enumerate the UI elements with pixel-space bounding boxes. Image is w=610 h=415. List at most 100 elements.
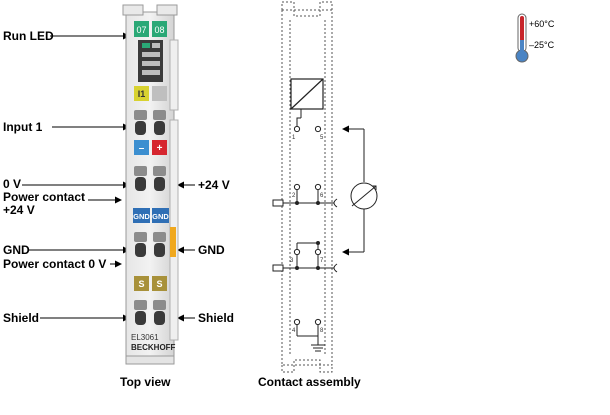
assembly-housing-outline <box>281 9 333 366</box>
label-power-contact-24v-line2: +24 V <box>3 203 35 217</box>
assembly-top-notch <box>281 1 333 17</box>
label-power-contact-0v: Power contact 0 V <box>3 257 107 271</box>
label-0v: 0 V <box>3 177 22 191</box>
release-lever <box>153 166 166 176</box>
wire-entry <box>154 177 165 191</box>
plus-tag-label: + <box>157 143 163 154</box>
connection-row-2 <box>134 166 166 191</box>
led-slot <box>142 70 160 75</box>
top-latch-right <box>156 4 178 16</box>
shield-tag-left-label: S <box>138 279 144 289</box>
contact-7 <box>314 248 322 256</box>
sensor-symbol-slash <box>351 185 377 207</box>
wire-entry <box>154 243 165 257</box>
wire-entry <box>135 243 146 257</box>
wire-entry <box>135 311 146 325</box>
gnd-tag-right-label: GND <box>152 212 169 221</box>
contact-1 <box>293 125 301 133</box>
label-gnd-left: GND <box>3 243 30 257</box>
wire-entry <box>135 121 146 135</box>
shield-tag-left <box>134 276 149 291</box>
blank-tag <box>152 86 167 101</box>
contact-6 <box>314 183 322 191</box>
label-input-1: Input 1 <box>3 120 43 134</box>
release-lever <box>134 110 147 120</box>
shield-tag-right <box>152 276 167 291</box>
caption-top-view: Top view <box>120 375 171 389</box>
wire-entry <box>154 121 165 135</box>
led-07-label: 07 <box>136 25 146 35</box>
wire-entry <box>154 311 165 325</box>
label-power-contact-24v-line1: Power contact <box>3 190 86 204</box>
contact-3-num: 3 <box>290 258 294 264</box>
input-tag-label: I1 <box>138 89 146 99</box>
top-latch-left <box>122 4 144 16</box>
led-08-label: 08 <box>154 25 164 35</box>
contact-6-num: 6 <box>320 193 324 199</box>
contact-4 <box>293 318 301 326</box>
release-lever <box>153 300 166 310</box>
thermometer-icon <box>515 13 529 63</box>
label-shield-left: Shield <box>3 311 40 325</box>
label-plus-24v: +24 V <box>198 178 230 192</box>
contact-1-num: 1 <box>292 135 296 141</box>
contact-3 <box>293 248 301 256</box>
gnd-tag-left <box>133 208 150 223</box>
label-shield-right: Shield <box>198 311 235 325</box>
contact-2-num: 2 <box>292 193 296 199</box>
contact-1-stem <box>296 117 301 126</box>
contact-8 <box>314 318 322 326</box>
contact-2 <box>293 183 301 191</box>
run-led <box>142 43 150 48</box>
power-contact-plug-0v <box>272 264 284 272</box>
contact-points <box>293 117 322 326</box>
release-lever <box>134 166 147 176</box>
contact-assembly: 1 5 2 6 3 7 4 8 <box>272 1 378 373</box>
junction-dot <box>316 241 320 245</box>
converter-box <box>290 78 324 110</box>
connection-row-1 <box>134 110 166 135</box>
model-label: EL3061 <box>131 333 159 342</box>
contact-4-num: 4 <box>292 328 296 334</box>
leader-lines <box>22 32 195 322</box>
junction-dot <box>316 266 320 270</box>
label-gnd-right: GND <box>198 243 225 257</box>
converter-diagonal <box>290 78 324 110</box>
contact-7-num: 7 <box>320 258 324 264</box>
junction-dot <box>295 266 299 270</box>
power-contact-socket-24v <box>333 198 338 208</box>
led-slot <box>152 43 160 48</box>
connection-row-3 <box>134 232 166 257</box>
sensor-symbol-tip <box>372 185 377 190</box>
plus-tag <box>152 140 167 155</box>
release-lever <box>153 110 166 120</box>
contact-5 <box>314 125 322 133</box>
input-tag <box>134 86 149 101</box>
power-contact-plug-24v <box>272 199 284 207</box>
gnd-tag-left-label: GND <box>133 212 150 221</box>
release-lever <box>134 232 147 242</box>
minus-tag-label: – <box>139 143 145 154</box>
release-lever <box>134 300 147 310</box>
wire-entry <box>135 177 146 191</box>
label-run-led: Run LED <box>3 29 54 43</box>
label-power-contact-24v: Power contact +24 V <box>3 191 85 217</box>
power-contact-strip <box>170 227 176 257</box>
junction-dot <box>316 201 320 205</box>
led-08 <box>152 21 167 37</box>
led-07 <box>134 21 149 37</box>
side-rib-top <box>169 39 179 111</box>
release-lever <box>153 232 166 242</box>
thermo-min-label: –25°C <box>529 40 555 50</box>
thermo-max-label: +60°C <box>529 19 555 29</box>
brand-label: BECKHOFF <box>131 343 176 352</box>
contact-5-num: 5 <box>320 135 324 141</box>
minus-tag <box>134 140 149 155</box>
led-slot <box>142 61 160 66</box>
junction-dots <box>295 201 320 270</box>
junction-dot <box>295 201 299 205</box>
assembly-bottom-notch <box>281 359 333 373</box>
contact-8-num: 8 <box>320 328 324 334</box>
connection-row-4 <box>134 300 166 325</box>
